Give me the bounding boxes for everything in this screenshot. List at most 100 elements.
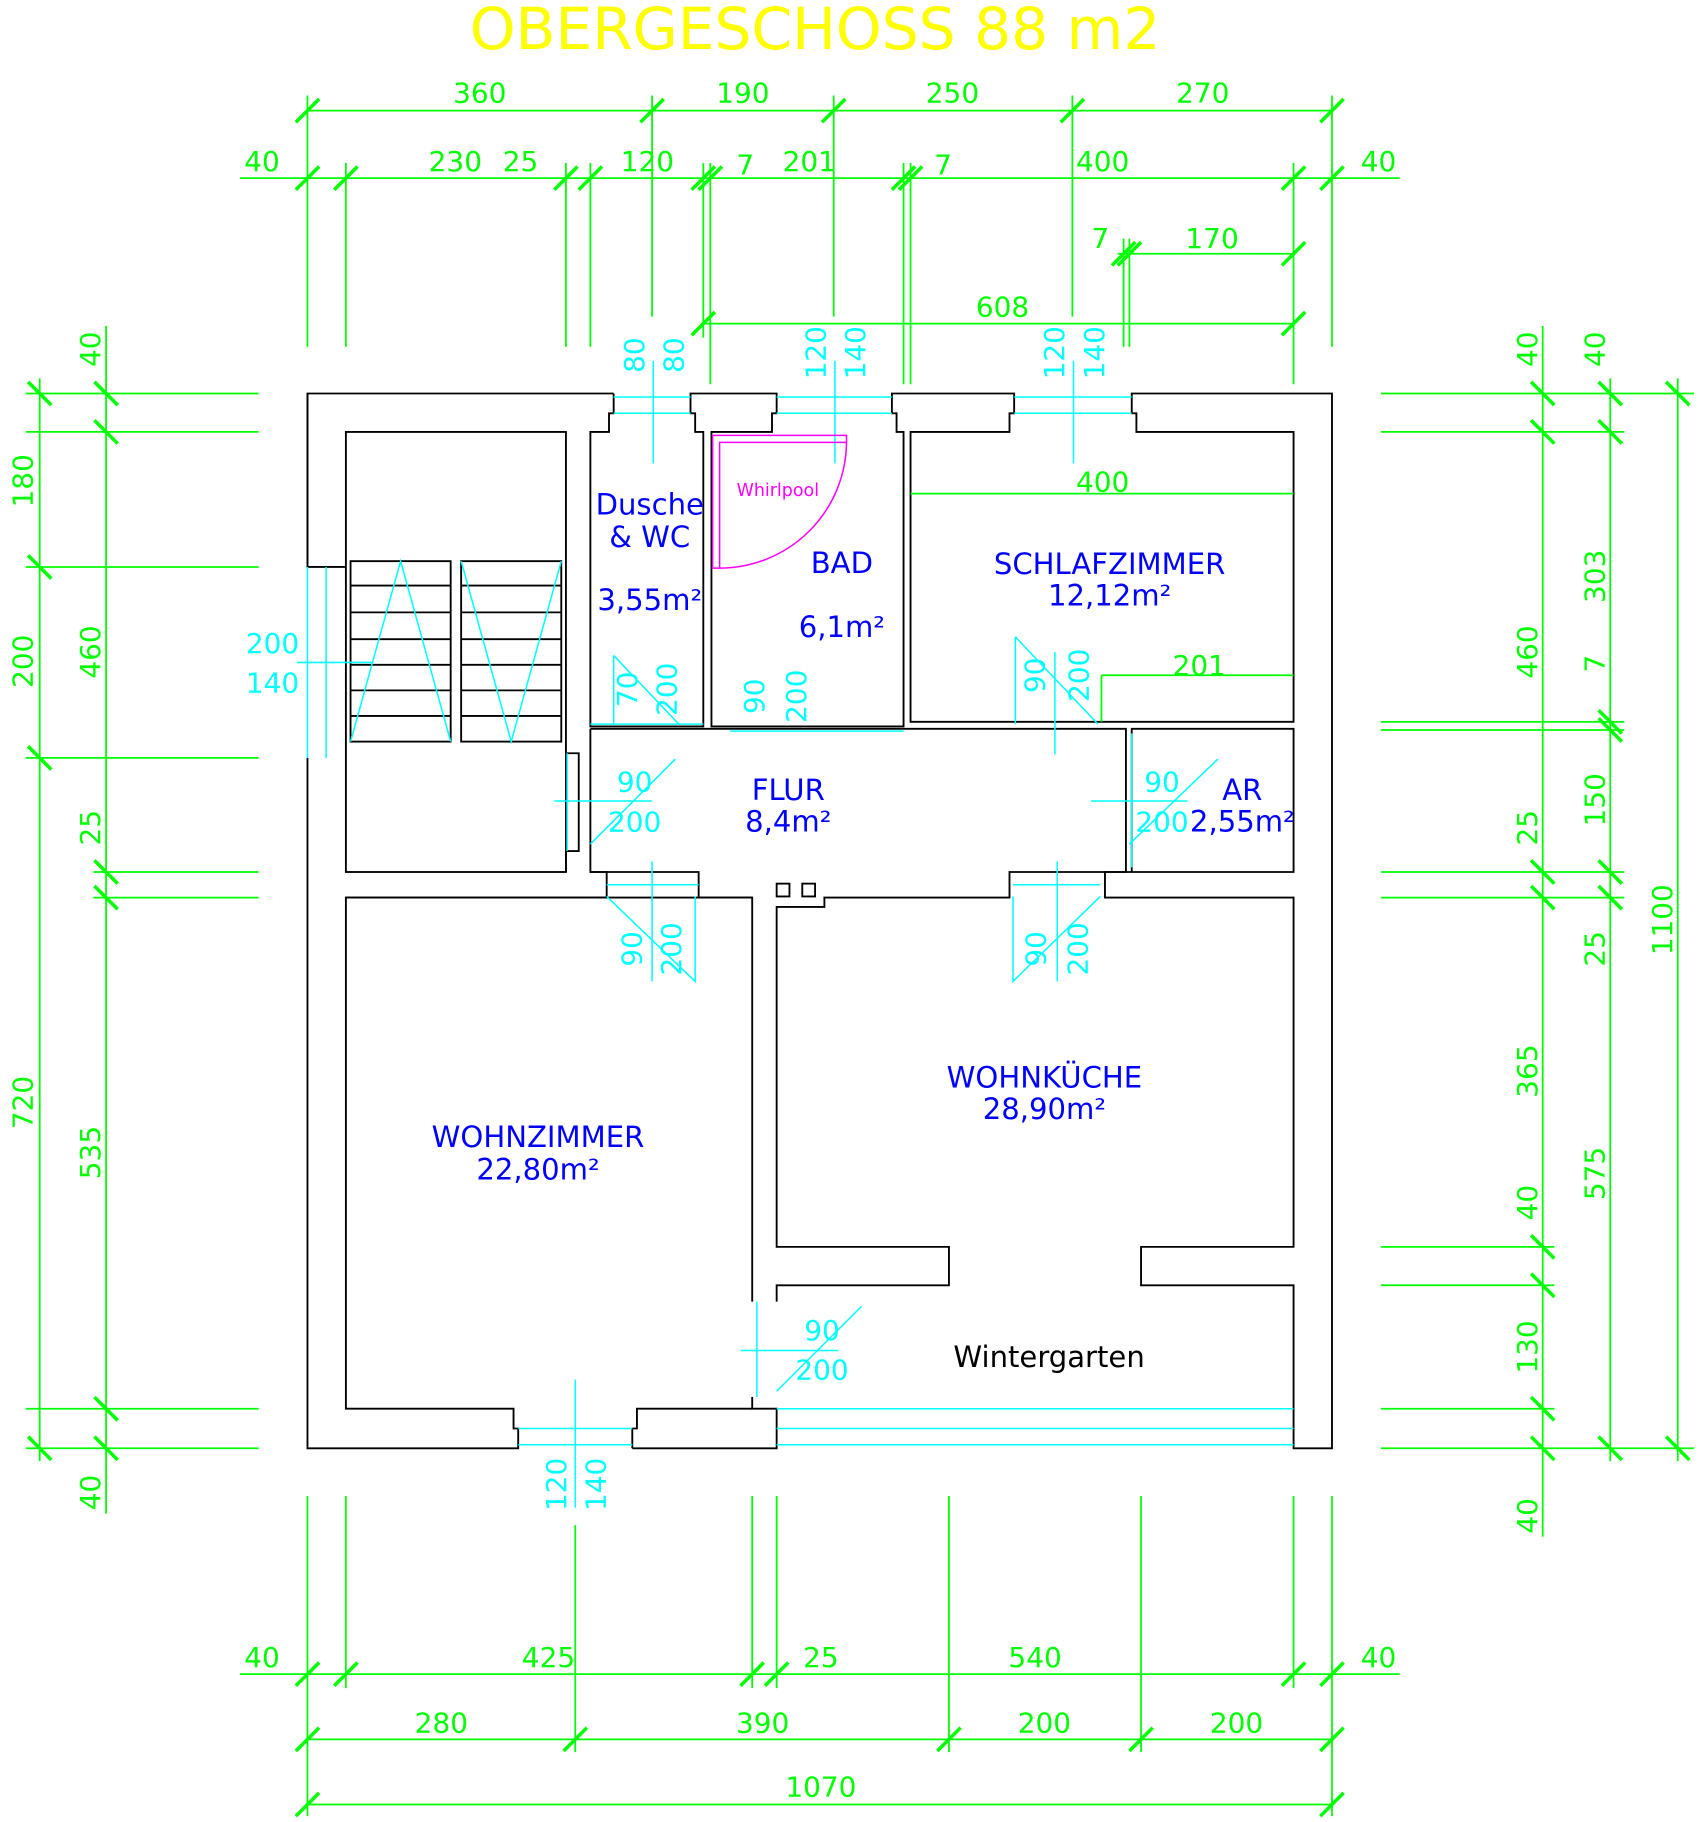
room-ar-area: 2,55m² [1190,804,1295,838]
dimension-label: 200 [651,663,684,716]
dimension-label: 720 [7,1076,40,1129]
dimension-label: 280 [415,1706,468,1739]
dimension-label: 200 [1062,922,1095,975]
dimension-label: & WC [609,520,690,554]
dimension-label: 70 [611,671,644,707]
dimension-label: 360 [453,76,506,109]
dimension-label: 7 [934,149,952,182]
dimension-label: 90 [616,931,649,967]
dimension-label: 200 [795,1354,848,1387]
dimension-label: 1070 [785,1770,856,1803]
dimension-label: 230 [429,145,482,178]
room-bad-name: BAD [811,546,873,580]
dimension-label: 200 [655,922,688,975]
room-schlafzimmer-name: SCHLAFZIMMER [994,547,1225,581]
room-bad-area: 6,1m² [799,610,885,644]
room-labels: Dusche & WC 3,55m² Whirlpool BAD 6,1m² S… [432,481,1295,1374]
openings [296,360,1294,1508]
dimension-label: 120 [800,326,833,379]
dimension-label: 80 [618,337,651,373]
dimension-label: 200 [246,627,299,660]
dimension-label: 25 [503,145,539,178]
dimension-label: 40 [74,1475,107,1511]
dimension-label: 25 [1511,810,1544,846]
room-flur-name: FLUR [752,773,825,807]
dimension-label: 40 [244,1641,280,1674]
dimension-label: 460 [1511,625,1544,678]
room-ar-name: AR [1222,773,1262,807]
room-wintergarten-name: Wintergarten [953,1340,1144,1374]
dimension-label: 25 [803,1641,839,1674]
staircase [349,558,563,745]
dimension-label: 400 [1076,465,1129,498]
dimension-label: 120 [540,1458,573,1511]
dimension-label: 540 [1008,1641,1061,1674]
dimension-label: 7 [1578,655,1611,673]
dimension-label: 40 [1511,1498,1544,1534]
room-wohnkueche-name: WOHNKÜCHE [947,1060,1142,1094]
dimension-label: 190 [716,76,769,109]
dimension-label: 250 [926,76,979,109]
dimension-label: 140 [839,326,872,379]
dimension-label: 180 [7,454,40,507]
dimension-label: 460 [74,625,107,678]
dimension-label: 608 [976,291,1029,324]
dimension-label: 170 [1185,222,1238,255]
dimension-label: 400 [1076,145,1129,178]
dimension-label: 120 [1038,326,1071,379]
dimension-label: 40 [244,145,280,178]
dimension-label: 200 [608,805,661,838]
room-wohnzimmer-name: WOHNZIMMER [432,1120,645,1154]
room-dusche-area: 3,55m² [597,583,702,617]
dimension-label: 200 [1135,805,1188,838]
dimension-label: 150 [1578,773,1611,826]
dimension-label: 140 [580,1458,613,1511]
dimension-label: 40 [1361,1641,1397,1674]
dimension-label: 90 [1018,657,1051,693]
dimension-label: 25 [74,810,107,846]
dimension-label: 365 [1511,1044,1544,1097]
dimension-label: 130 [1511,1320,1544,1373]
dimension-label: 7 [736,149,754,182]
dimension-label: 90 [738,678,771,714]
room-wohnzimmer-area: 22,80m² [476,1152,599,1186]
dimension-label: 425 [522,1641,575,1674]
dimension-label: 40 [1511,331,1544,367]
whirlpool-arc [719,442,848,569]
dimension-label: 200 [1210,1706,1263,1739]
dimension-label: 80 [658,337,691,373]
dimension-label: 1100 [1646,884,1679,955]
dimension-label: 390 [736,1706,789,1739]
plan-title: OBERGESCHOSS 88 m2 [470,0,1161,63]
dimension-label: 40 [74,331,107,367]
dimension-label: 90 [1020,931,1053,967]
dimension-label: 40 [1511,1185,1544,1221]
whirlpool-tub [711,434,848,569]
room-wohnkueche-area: 28,90m² [983,1092,1106,1126]
walls [306,392,1333,1450]
dimension-label: 40 [1361,145,1397,178]
dimension-label: 535 [74,1126,107,1179]
whirlpool-label: Whirlpool [737,481,819,501]
opening-labels: 80 80 120 140 120 140 200 140 70 200 90 … [246,326,1189,1511]
dimension-lines [25,95,1695,1818]
dimension-label: 575 [1578,1147,1611,1200]
dimension-label: 25 [1578,931,1611,967]
dimension-label: 7 [1091,222,1109,255]
dimension-label: 303 [1578,550,1611,603]
dimension-label: 140 [246,667,299,700]
dimension-label: 90 [617,766,653,799]
dimension-label: 200 [780,670,813,723]
room-flur-area: 8,4m² [745,804,831,838]
dimension-label: 200 [1018,1706,1071,1739]
dimension-label: 90 [1144,766,1180,799]
dimension-label: 40 [1578,331,1611,367]
dimension-label: 201 [783,145,836,178]
dimension-label: 270 [1176,76,1229,109]
dimension-label: 200 [7,635,40,688]
room-dusche-name: Dusche [596,488,704,522]
dimension-label: 201 [1173,649,1226,682]
dimension-label: 90 [804,1314,840,1347]
dimension-labels: 360 190 250 270 40 230 25 120 7 201 7 40… [7,76,1679,1803]
